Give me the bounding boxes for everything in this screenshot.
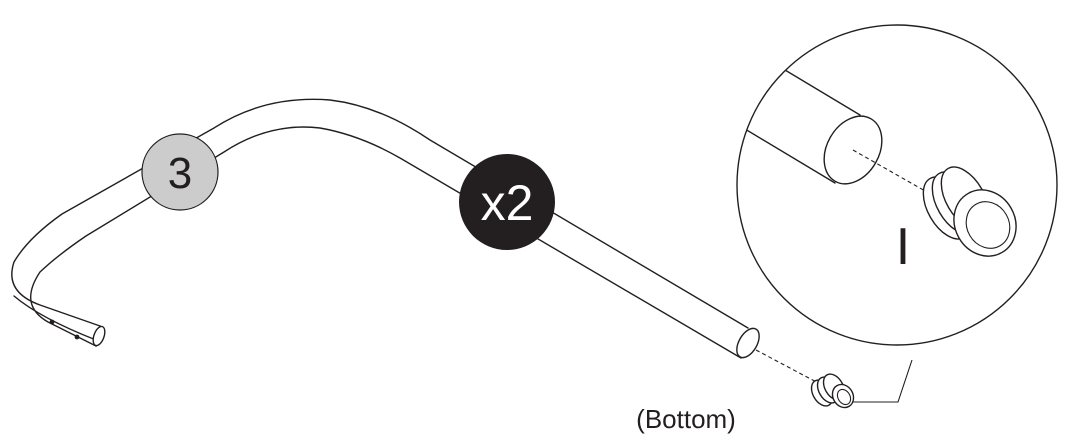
quantity-badge: x2 [459, 154, 555, 250]
magnifier-detail-circle: I [736, 24, 1058, 346]
step-number: 3 [168, 149, 192, 198]
bottom-caption: (Bottom) [636, 404, 736, 434]
part-letter: I [896, 218, 910, 276]
bent-tube-part [11, 98, 760, 359]
step-number-badge: 3 [141, 133, 219, 211]
end-cap-plug-icon [810, 373, 855, 409]
end-cap-plug-detail-icon [922, 166, 1017, 257]
quantity-label: x2 [481, 175, 534, 231]
